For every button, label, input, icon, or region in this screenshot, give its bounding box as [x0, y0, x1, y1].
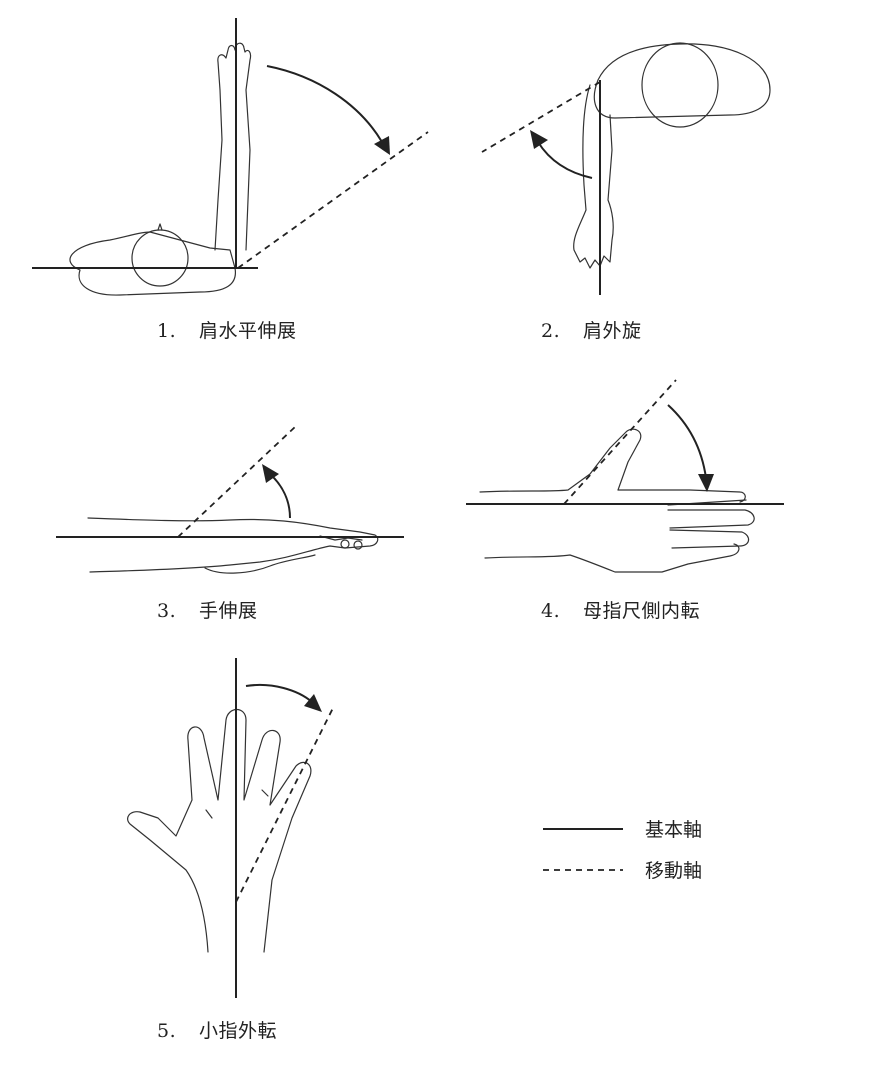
moving-axis-line — [238, 132, 428, 268]
solid-line-icon — [543, 819, 623, 839]
legend-moving-axis: 移動軸 — [543, 856, 702, 883]
figure-2: 2.肩外旋 — [440, 0, 871, 350]
figure-4: 4.母指尺側内転 — [440, 350, 871, 640]
dashed-line-icon — [543, 860, 623, 880]
figure-3: 3.手伸展 — [0, 350, 440, 640]
legend-label: 基本軸 — [645, 815, 702, 842]
figure-caption: 1.肩水平伸展 — [157, 316, 297, 343]
motion-arrow — [246, 685, 312, 702]
motion-arrow — [267, 66, 382, 142]
figure-caption: 3.手伸展 — [157, 596, 258, 623]
motion-arrow — [270, 474, 290, 518]
figure-1: 1.肩水平伸展 — [0, 0, 440, 350]
legend-label: 移動軸 — [645, 856, 702, 883]
legend-basic-axis: 基本軸 — [543, 815, 702, 842]
little-finger-abduction-figure — [0, 640, 440, 1072]
shoulder-horizontal-extension-figure — [0, 0, 440, 350]
motion-arrow — [668, 405, 706, 478]
shoulder-external-rotation-figure — [440, 0, 871, 350]
figure-5: 5.小指外転 — [0, 640, 440, 1072]
figure-caption: 5.小指外転 — [157, 1016, 277, 1043]
moving-axis-line — [236, 708, 333, 902]
figure-caption: 4.母指尺側内転 — [541, 596, 700, 623]
figure-caption: 2.肩外旋 — [541, 316, 642, 343]
